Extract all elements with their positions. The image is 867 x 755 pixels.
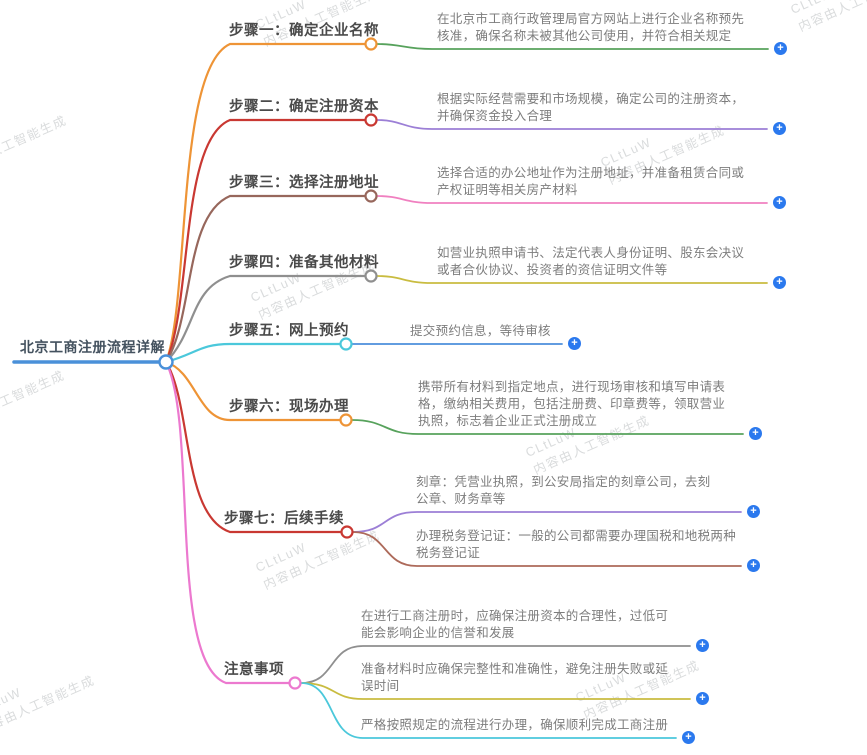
plus-icon: + [699, 639, 706, 651]
leaf-connector-step4 [376, 275, 768, 284]
add-child-button[interactable]: + [774, 42, 787, 55]
branch-line-notes [164, 360, 292, 685]
leaf-text-step6[interactable]: 携带所有材料到指定地点，进行现场审核和填写申请表格，缴纳相关费用，包括注册费、印… [418, 380, 726, 428]
add-child-button[interactable]: + [749, 427, 762, 440]
branch-topic-step1[interactable]: 步骤一：确定企业名称 [229, 23, 379, 39]
add-child-button[interactable]: + [696, 639, 709, 652]
branch-line-step4 [164, 274, 368, 364]
leaf-connector-step7a [352, 511, 742, 533]
leaf-connector-notes2 [300, 682, 691, 700]
add-child-button[interactable]: + [568, 337, 581, 350]
branch-node-circle-step7[interactable] [340, 525, 354, 539]
branch-line-step7 [164, 360, 344, 534]
branch-topic-step3[interactable]: 步骤三：选择注册地址 [229, 175, 379, 191]
plus-icon: + [750, 505, 757, 517]
plus-icon: + [685, 731, 692, 743]
branch-node-circle-notes[interactable] [288, 676, 302, 690]
plus-icon: + [699, 692, 706, 704]
leaf-text-step4[interactable]: 如营业执照申请书、法定代表人身份证明、股东会决议或者合伙协议、投资者的资信证明文… [437, 246, 745, 277]
leaf-connector-notes1 [300, 645, 691, 684]
leaf-text-step3[interactable]: 选择合适的办公地址作为注册地址，并准备租赁合同或产权证明等相关房产材料 [437, 166, 745, 197]
add-child-button[interactable]: + [696, 692, 709, 705]
root-node-circle[interactable] [158, 354, 174, 370]
branch-line-step6 [164, 360, 343, 422]
add-child-button[interactable]: + [773, 122, 786, 135]
plus-icon: + [776, 276, 783, 288]
branch-line-step3 [164, 194, 368, 364]
leaf-connector-step6 [351, 419, 744, 435]
branch-node-circle-step5[interactable] [339, 337, 353, 351]
add-child-button[interactable]: + [773, 196, 786, 209]
leaf-text-step5[interactable]: 提交预约信息，等待审核 [410, 324, 551, 338]
leaf-text-step7b[interactable]: 办理税务登记证：一般的公司都需要办理国税和地税两种税务登记证 [416, 529, 737, 560]
branch-topic-step2[interactable]: 步骤二：确定注册资本 [229, 99, 379, 115]
branch-node-circle-step2[interactable] [364, 113, 378, 127]
plus-icon: + [776, 122, 783, 134]
plus-icon: + [776, 196, 783, 208]
leaf-connector-step1 [376, 43, 769, 50]
leaf-text-notes3[interactable]: 严格按照规定的流程进行办理，确保顺利完成工商注册 [361, 718, 669, 732]
branch-topic-step7[interactable]: 步骤七：后续手续 [224, 511, 344, 527]
branch-topic-step5[interactable]: 步骤五：网上预约 [229, 323, 349, 339]
branch-topic-step6[interactable]: 步骤六：现场办理 [229, 399, 349, 415]
leaf-text-step1[interactable]: 在北京市工商行政管理局官方网站上进行企业名称预先核准，确保名称未被其他公司使用，… [437, 12, 745, 43]
root-topic[interactable]: 北京工商注册流程详解 [20, 339, 165, 355]
leaf-connector-step7b [352, 531, 742, 567]
branch-line-step2 [164, 118, 368, 364]
add-child-button[interactable]: + [747, 559, 760, 572]
leaf-text-notes1[interactable]: 在进行工商注册时，应确保注册资本的合理性，过低可能会影响企业的信誉和发展 [361, 609, 669, 640]
branch-node-circle-step4[interactable] [364, 269, 378, 283]
plus-icon: + [571, 337, 578, 349]
add-child-button[interactable]: + [747, 505, 760, 518]
branch-topic-notes[interactable]: 注意事项 [224, 662, 284, 678]
leaf-connector-step3 [376, 195, 768, 204]
leaf-connector-notes3 [300, 682, 677, 739]
branch-node-circle-step1[interactable] [364, 37, 378, 51]
leaf-text-step7a[interactable]: 刻章：凭营业执照，到公安局指定的刻章公司，去刻公章、财务章等 [416, 475, 711, 506]
leaf-connector-step2 [376, 119, 768, 130]
plus-icon: + [752, 427, 759, 439]
leaf-text-notes2[interactable]: 准备材料时应确保完整性和准确性，避免注册失败或延误时间 [361, 662, 669, 693]
branch-node-circle-step3[interactable] [364, 189, 378, 203]
add-child-button[interactable]: + [773, 276, 786, 289]
leaf-text-step2[interactable]: 根据实际经营需要和市场规模，确定公司的注册资本，并确保资金投入合理 [437, 92, 745, 123]
add-child-button[interactable]: + [682, 731, 695, 744]
branch-topic-step4[interactable]: 步骤四：准备其他材料 [229, 255, 379, 271]
plus-icon: + [750, 559, 757, 571]
branch-node-circle-step6[interactable] [339, 413, 353, 427]
branch-line-step1 [164, 42, 368, 364]
branch-line-step5 [164, 342, 343, 364]
plus-icon: + [777, 42, 784, 54]
